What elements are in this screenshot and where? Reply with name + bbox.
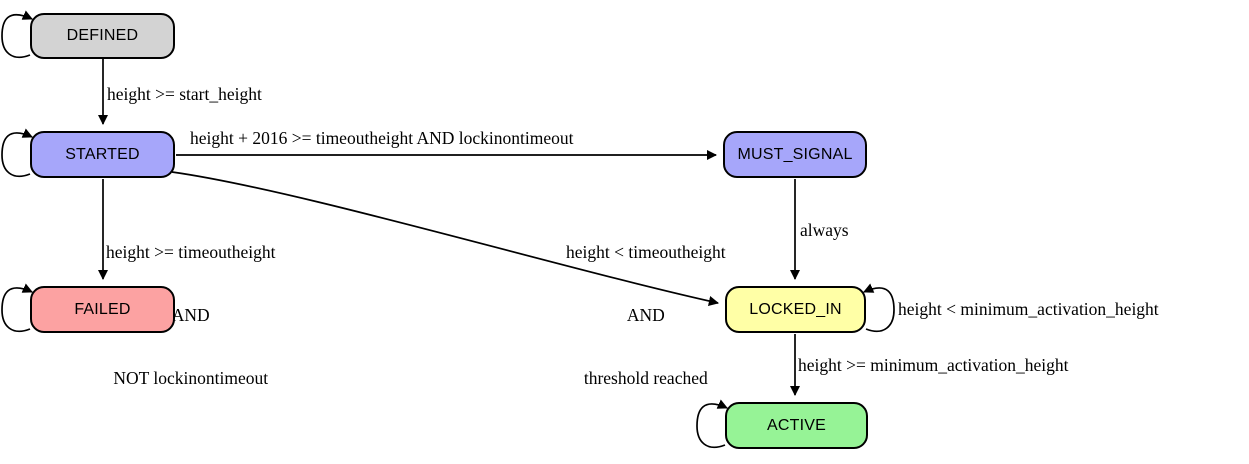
edge-label-started-to-failed-line1: height >= timeoutheight: [106, 242, 276, 262]
edge-label-started-to-must-signal: height + 2016 >= timeoutheight AND locki…: [190, 128, 574, 148]
state-node-defined[interactable]: DEFINED: [30, 13, 175, 59]
edge-label-started-to-failed: height >= timeoutheight AND NOT lockinon…: [106, 200, 275, 431]
edge-label-must-signal-to-locked-in: always: [800, 220, 849, 240]
edge-failed-self: [1, 283, 33, 333]
edge-started-to-locked-in: [171, 171, 719, 306]
state-node-started-label: STARTED: [65, 145, 140, 163]
edge-label-started-to-failed-line2: AND: [171, 305, 210, 325]
state-node-active-label: ACTIVE: [767, 416, 826, 434]
edge-label-started-to-locked-in-line2: AND: [626, 305, 665, 325]
state-node-must-signal[interactable]: MUST_SIGNAL: [723, 131, 867, 178]
edge-started-self: [1, 128, 33, 178]
edge-label-locked-in-self: height < minimum_activation_height: [898, 299, 1159, 319]
edge-label-started-to-locked-in-line1: height < timeoutheight: [566, 242, 726, 262]
state-node-locked-in-label: LOCKED_IN: [749, 300, 842, 318]
state-node-must-signal-label: MUST_SIGNAL: [737, 145, 853, 163]
edge-label-started-to-locked-in: height < timeoutheight AND threshold rea…: [566, 200, 726, 431]
state-node-failed[interactable]: FAILED: [30, 286, 175, 333]
edge-locked-in-self: [863, 283, 895, 333]
state-node-started[interactable]: STARTED: [30, 131, 175, 178]
edge-defined-self: [1, 10, 33, 59]
edge-label-started-to-failed-line3: NOT lockinontimeout: [113, 368, 269, 388]
edge-label-locked-in-to-active: height >= minimum_activation_height: [798, 355, 1069, 375]
edge-label-started-to-locked-in-line3: threshold reached: [583, 368, 708, 388]
state-node-defined-label: DEFINED: [66, 27, 139, 44]
state-node-failed-label: FAILED: [74, 300, 131, 318]
edge-active-self: [696, 399, 728, 449]
state-node-locked-in[interactable]: LOCKED_IN: [725, 286, 866, 333]
state-node-active[interactable]: ACTIVE: [725, 402, 868, 449]
edge-label-defined-to-started: height >= start_height: [107, 84, 262, 104]
